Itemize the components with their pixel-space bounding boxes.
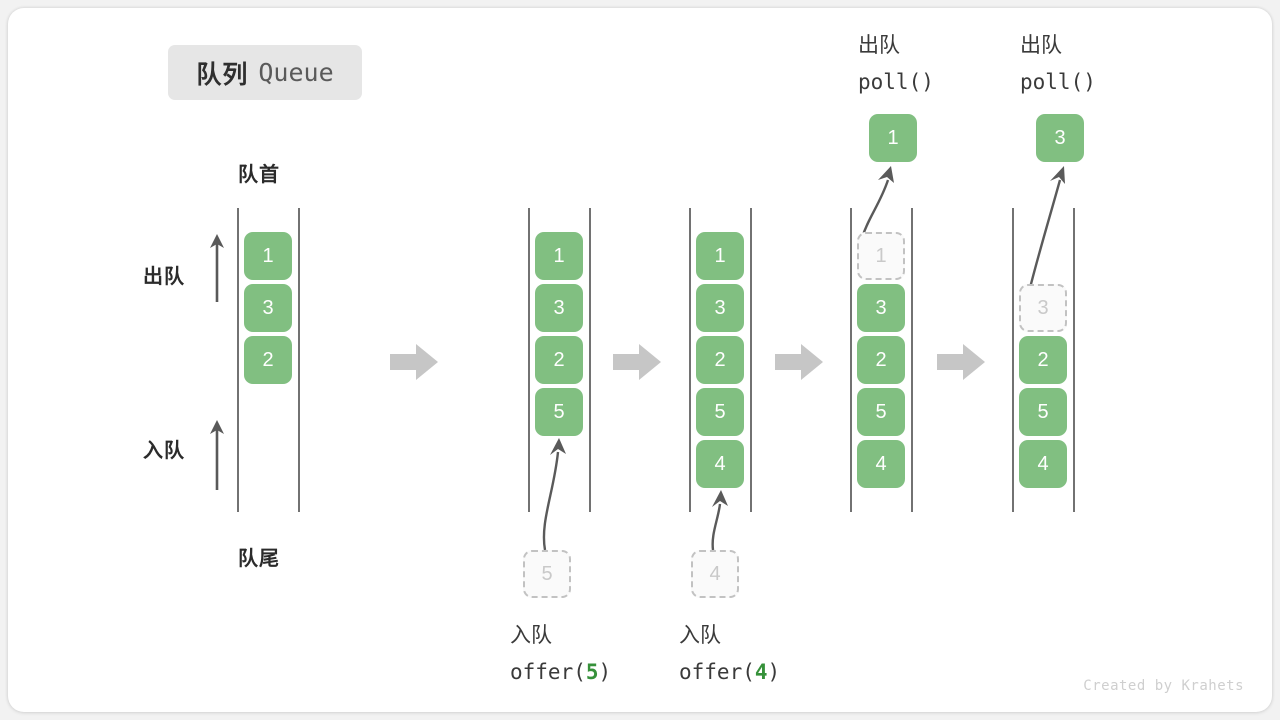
- queue-element: 1: [535, 232, 583, 280]
- title-en: Queue: [258, 58, 334, 87]
- enqueue-curve-arrow-icon: [693, 484, 753, 552]
- step-arrow-icon: [775, 342, 825, 382]
- queue-element-new: 5: [535, 388, 583, 436]
- operation-label-poll-1: 出队 poll(): [858, 28, 934, 100]
- step-arrow-icon: [613, 342, 663, 382]
- queue-element: 2: [857, 336, 905, 384]
- dequeued-element: 3: [1036, 114, 1084, 162]
- outgoing-ghost-element: 1: [857, 232, 905, 280]
- dequeue-arrow-icon: [208, 232, 226, 302]
- step-arrow-icon: [390, 342, 440, 382]
- queue-element: 2: [1019, 336, 1067, 384]
- queue-element: 3: [696, 284, 744, 332]
- operation-label-poll-3: 出队 poll(): [1020, 28, 1096, 100]
- queue-element: 1: [244, 232, 292, 280]
- tail-label: 队尾: [238, 548, 280, 570]
- queue-element-new: 4: [696, 440, 744, 488]
- queue-rail-left: [528, 208, 530, 512]
- queue-element: 2: [244, 336, 292, 384]
- operation-label-offer-4: 入队 offer(4): [679, 618, 780, 690]
- operation-label-code: poll(): [858, 70, 934, 94]
- queue-element: 4: [857, 440, 905, 488]
- queue-element: 1: [696, 232, 744, 280]
- operation-label-code: poll(): [1020, 70, 1096, 94]
- queue-rail-left: [237, 208, 239, 512]
- outgoing-ghost-element: 3: [1019, 284, 1067, 332]
- enqueue-curve-arrow-icon: [520, 432, 590, 552]
- enqueue-side-label: 入队: [143, 440, 185, 462]
- incoming-ghost-element: 5: [523, 550, 571, 598]
- title-cn: 队列: [196, 60, 249, 89]
- operation-label-cn: 出队: [1020, 34, 1062, 57]
- dequeued-element: 1: [869, 114, 917, 162]
- queue-element: 3: [535, 284, 583, 332]
- queue-rail-left: [1012, 208, 1014, 512]
- dequeue-curve-arrow-icon: [1008, 160, 1088, 290]
- queue-element: 5: [1019, 388, 1067, 436]
- dequeue-side-label: 出队: [143, 266, 185, 288]
- queue-element: 4: [1019, 440, 1067, 488]
- queue-element: 3: [857, 284, 905, 332]
- step-arrow-icon: [937, 342, 987, 382]
- queue-rail-right: [589, 208, 591, 512]
- queue-rail-right: [911, 208, 913, 512]
- operation-label-cn: 入队: [510, 624, 552, 647]
- queue-rail-left: [850, 208, 852, 512]
- queue-element: 3: [244, 284, 292, 332]
- head-label: 队首: [238, 164, 280, 186]
- queue-rail-right: [298, 208, 300, 512]
- queue-element: 5: [696, 388, 744, 436]
- operation-label-code: offer(4): [679, 660, 781, 684]
- operation-label-cn: 出队: [858, 34, 900, 57]
- operation-label-code: offer(5): [510, 660, 612, 684]
- incoming-ghost-element: 4: [691, 550, 739, 598]
- queue-rail-right: [1073, 208, 1075, 512]
- dequeue-curve-arrow-icon: [850, 160, 920, 240]
- queue-rail-left: [689, 208, 691, 512]
- queue-element: 2: [696, 336, 744, 384]
- queue-element: 2: [535, 336, 583, 384]
- enqueue-arrow-icon: [208, 418, 226, 490]
- operation-label-cn: 入队: [679, 624, 721, 647]
- queue-rail-right: [750, 208, 752, 512]
- queue-element: 5: [857, 388, 905, 436]
- title-badge: 队列 Queue: [168, 45, 362, 100]
- operation-label-offer-5: 入队 offer(5): [510, 618, 611, 690]
- credit-text: Created by Krahets: [1083, 678, 1244, 694]
